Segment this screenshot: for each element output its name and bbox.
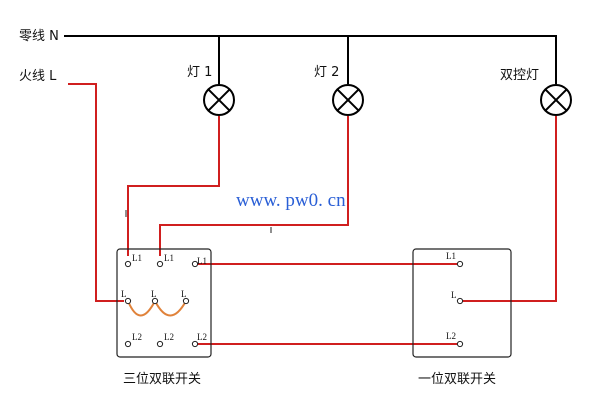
terminal-label: L: [151, 289, 157, 299]
screw-terminal-icon: [456, 340, 464, 348]
switch-box: [412, 248, 512, 358]
screw-terminal-icon: [124, 340, 132, 348]
screw-terminal-icon: [124, 260, 132, 268]
lamp-icon: [540, 84, 572, 116]
lamp2: [332, 84, 364, 116]
terminal-label: L1: [446, 251, 456, 261]
screw-terminal-icon: [456, 260, 464, 268]
terminal-label: L: [121, 289, 127, 299]
watermark-url: www. pw0. cn: [236, 190, 346, 211]
lamp1-label: 灯 1: [187, 65, 212, 80]
live-label: 火线 L: [19, 69, 57, 84]
three-gang-switch: L1 L1 L1 L L L L2 L2 L2: [116, 248, 212, 358]
screw-terminal-icon: [124, 297, 132, 305]
terminal-label: L1: [164, 253, 174, 263]
screw-terminal-icon: [156, 340, 164, 348]
screw-terminal-icon: [156, 260, 164, 268]
terminal-label: L2: [164, 332, 174, 342]
lamp3-label: 双控灯: [500, 68, 539, 83]
live-wiring: [68, 83, 557, 345]
terminal-label: L1: [197, 256, 207, 266]
neutral-label: 零线 N: [19, 29, 59, 44]
lamp-icon: [332, 84, 364, 116]
screw-terminal-icon: [151, 297, 159, 305]
screw-terminal-icon: [182, 297, 190, 305]
screw-terminal-icon: [456, 297, 464, 305]
neutral-wiring: [64, 35, 557, 84]
lamp1-switch-wire: [127, 116, 220, 256]
terminal-label: L1: [132, 253, 142, 263]
terminal-label: L: [451, 290, 457, 300]
lamp1: [203, 84, 235, 116]
one-gang-switch-label: 一位双联开关: [418, 372, 496, 387]
lamp3-switch-wire: [460, 116, 557, 302]
lamp-icon: [203, 84, 235, 116]
switch-box: [116, 248, 212, 358]
terminal-label: L2: [197, 332, 207, 342]
screw-terminal-icon: [191, 340, 199, 348]
screw-terminal-icon: [191, 260, 199, 268]
terminal-label: L: [181, 289, 187, 299]
lamp2-label: 灯 2: [314, 65, 339, 80]
lamp3-two-way: [540, 84, 572, 116]
one-gang-switch: L1 L L2: [412, 248, 512, 358]
terminal-label: L2: [132, 332, 142, 342]
neutral-wire: [64, 35, 557, 84]
live-wire: [68, 83, 124, 302]
terminal-label: L2: [446, 331, 456, 341]
three-gang-switch-label: 三位双联开关: [123, 372, 201, 387]
lamp2-switch-wire: [159, 116, 349, 256]
